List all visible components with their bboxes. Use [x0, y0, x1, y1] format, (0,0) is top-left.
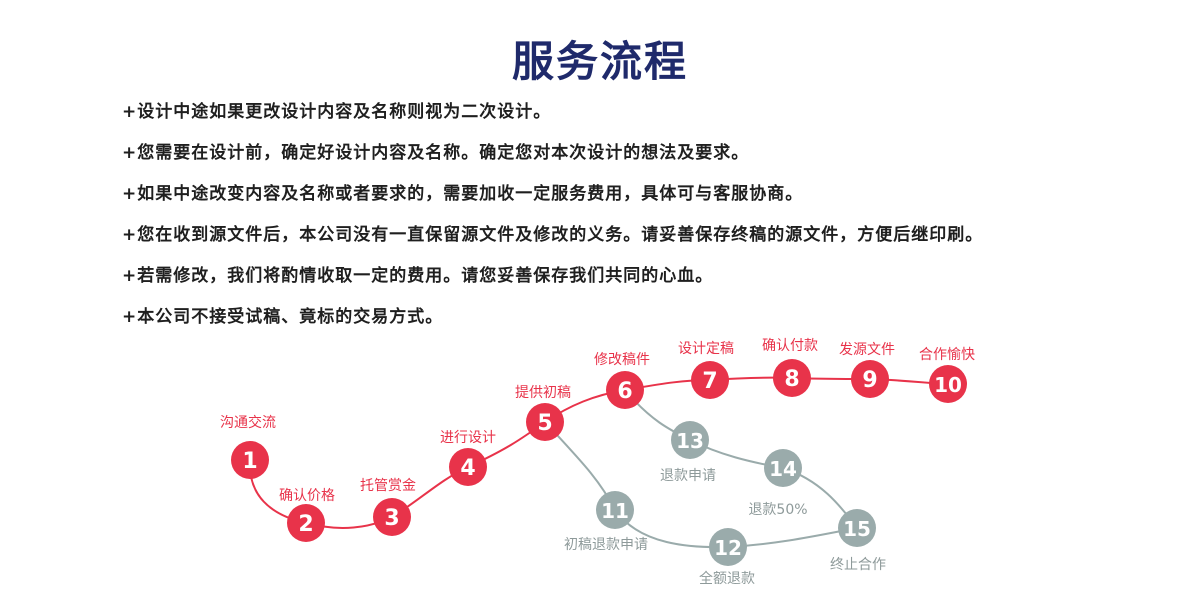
step-label: 退款申请: [660, 468, 716, 484]
refund-path-5-11-12-15: [544, 421, 858, 549]
step-label: 终止合作: [830, 557, 886, 573]
step-15: 15 终止合作: [830, 509, 886, 573]
step-13: 13 退款申请: [660, 421, 716, 484]
step-11: 11 初稿退款申请: [564, 491, 648, 553]
step-9: 9 发源文件: [839, 342, 895, 398]
step-1: 1 沟通交流: [220, 414, 276, 479]
rule-item: +您需要在设计前，确定好设计内容及名称。确定您对本次设计的想法及要求。: [122, 143, 750, 163]
step-14: 14 退款50%: [748, 449, 808, 518]
step-number: 4: [460, 456, 475, 481]
step-number: 14: [769, 457, 797, 481]
step-label: 进行设计: [440, 430, 496, 446]
rule-item: +您在收到源文件后，本公司没有一直保留源文件及修改的义务。请妥善保存终稿的源文件…: [122, 225, 984, 245]
step-number: 11: [601, 499, 629, 523]
step-label: 修改稿件: [594, 352, 650, 368]
step-label: 合作愉快: [919, 347, 975, 363]
step-number: 1: [242, 449, 257, 474]
rule-item: +设计中途如果更改设计内容及名称则视为二次设计。: [122, 102, 552, 122]
step-label: 托管赏金: [360, 478, 416, 494]
step-number: 12: [714, 536, 742, 560]
step-label: 退款50%: [748, 502, 807, 518]
step-3: 3 托管赏金: [360, 478, 416, 536]
step-6: 6 修改稿件: [594, 352, 650, 409]
rule-item: +若需修改，我们将酌情收取一定的费用。请您妥善保存我们共同的心血。: [122, 266, 714, 286]
rule-item: +如果中途改变内容及名称或者要求的，需要加收一定服务费用，具体可与客服协商。: [122, 184, 804, 204]
step-number: 10: [934, 373, 962, 397]
page-title: 服务流程: [511, 37, 688, 86]
rules-list: +设计中途如果更改设计内容及名称则视为二次设计。 +您需要在设计前，确定好设计内…: [122, 96, 1182, 342]
step-10: 10 合作愉快: [919, 347, 975, 403]
step-number: 9: [862, 368, 877, 393]
main-path: [248, 376, 949, 529]
step-number: 8: [784, 367, 799, 392]
step-number: 13: [676, 429, 704, 453]
step-number: 2: [298, 512, 313, 537]
step-label: 确认付款: [762, 338, 818, 354]
step-label: 发源文件: [839, 342, 895, 358]
step-7: 7 设计定稿: [678, 341, 734, 399]
refund-path-6-13-14-15: [624, 389, 858, 529]
step-label: 初稿退款申请: [564, 536, 648, 553]
step-number: 5: [537, 411, 552, 436]
step-2: 2 确认价格: [279, 488, 335, 542]
rule-item: +本公司不接受试稿、竟标的交易方式。: [122, 307, 444, 327]
step-number: 7: [702, 369, 717, 394]
step-8: 8 确认付款: [762, 338, 818, 397]
step-number: 15: [843, 517, 871, 541]
step-number: 6: [617, 379, 632, 404]
step-label: 全额退款: [699, 570, 755, 587]
step-label: 设计定稿: [678, 341, 734, 357]
step-label: 确认价格: [279, 488, 335, 504]
step-5: 5 提供初稿: [515, 384, 571, 441]
step-number: 3: [384, 506, 399, 531]
step-12: 12 全额退款: [699, 528, 755, 587]
step-label: 提供初稿: [515, 384, 571, 401]
step-4: 4 进行设计: [440, 430, 496, 486]
step-label: 沟通交流: [220, 414, 276, 431]
